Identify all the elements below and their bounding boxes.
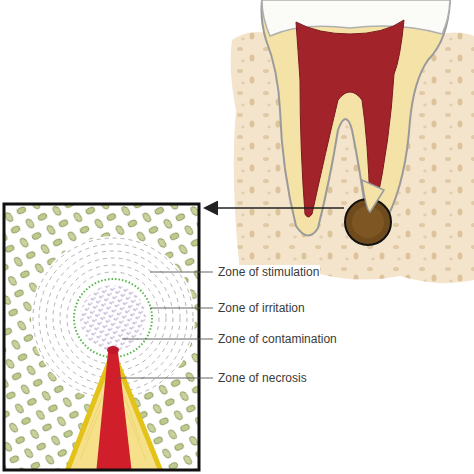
tooth — [262, 0, 451, 236]
inset-frame — [4, 204, 199, 470]
canal — [96, 347, 132, 469]
root-apex — [362, 180, 384, 212]
enamel — [262, 0, 450, 36]
leader-lines — [118, 272, 213, 378]
bone-granules — [5, 205, 198, 469]
zone-label: Zone of contamination — [217, 332, 338, 346]
zone-label: Zone of necrosis — [217, 371, 308, 385]
lesion-core — [352, 206, 384, 238]
zone-label: Zone of irritation — [217, 301, 306, 315]
necrosis-zone — [107, 346, 119, 354]
pulp — [296, 20, 404, 217]
zone-label: Zone of stimulation — [217, 265, 320, 279]
irritation-zone — [74, 279, 152, 357]
contamination-zone — [80, 285, 146, 351]
pointer-arrow — [206, 207, 344, 209]
